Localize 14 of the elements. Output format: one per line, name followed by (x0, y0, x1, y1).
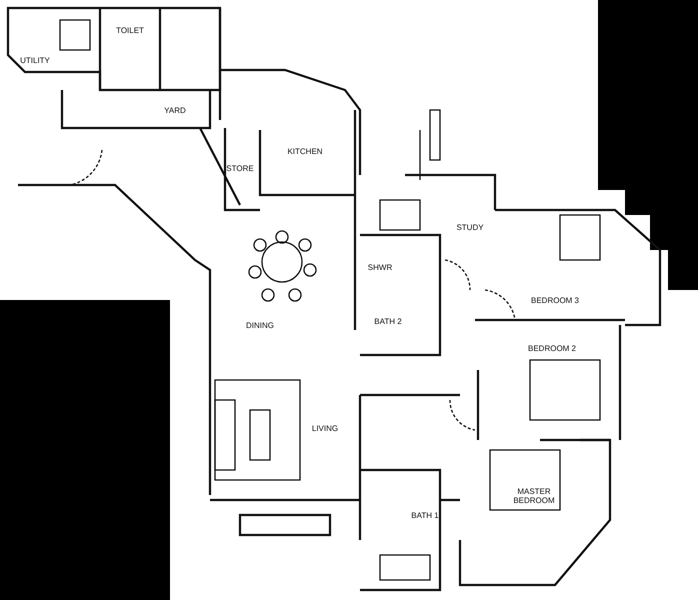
room-label: STORE (226, 165, 254, 174)
room-label: UTILITY (20, 57, 50, 66)
room-label: BATH 2 (374, 318, 402, 327)
room-label: MASTER BEDROOM (512, 488, 556, 506)
room-label: DINING (246, 322, 274, 331)
room-label: BEDROOM 2 (528, 345, 576, 354)
room-label: TOILET (116, 27, 144, 36)
room-label: STUDY (456, 224, 484, 233)
room-label: BATH 1 (411, 512, 439, 521)
room-label: BEDROOM 3 (531, 297, 579, 306)
room-label: LIVING (312, 425, 338, 434)
room-label: KITCHEN (287, 148, 323, 157)
room-label: SHWR (368, 264, 392, 273)
room-label: YARD (164, 107, 186, 116)
